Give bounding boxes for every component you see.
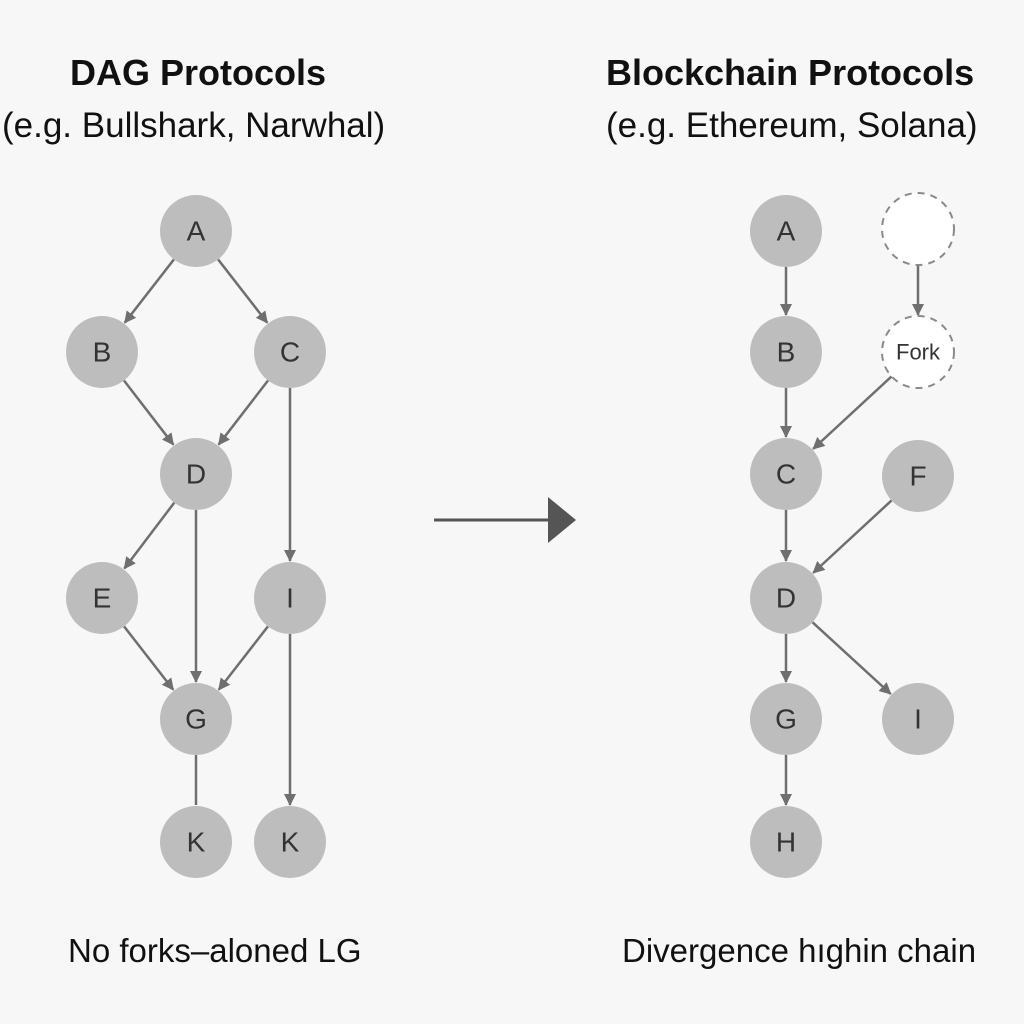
dag-edge-dC-dD: [217, 379, 270, 446]
chain-node-f: F: [882, 440, 954, 512]
dag-node-label: E: [93, 583, 112, 614]
chain-node-circle: [881, 192, 955, 266]
chain-edge-bD-bI: [811, 621, 892, 695]
dag-node-label: B: [93, 337, 112, 368]
chain-edge-bFork-bC: [812, 375, 893, 450]
chain-node-circle: [882, 440, 954, 512]
dag-node-k: K: [160, 806, 232, 878]
dag-node-circle: [160, 438, 232, 510]
chain-node-label: B: [777, 337, 796, 368]
dag-node-d: D: [160, 438, 232, 510]
dag-node-label: K: [187, 827, 206, 858]
dag-edge-dI-dG: [217, 625, 269, 691]
dag-node-a: A: [160, 195, 232, 267]
dag-edge-dB-dD: [122, 379, 175, 446]
nodes-layer: A B C D E I G K K A B C D G H F I Fork: [66, 192, 955, 878]
dag-node-label: G: [185, 704, 207, 735]
dag-node-circle: [160, 195, 232, 267]
dag-node-g: G: [160, 683, 232, 755]
edges-layer: [122, 258, 924, 806]
dag-node-circle: [66, 562, 138, 634]
transition-arrow: [434, 497, 576, 543]
dag-subtitle: (e.g. Bullshark, Narwhal): [2, 106, 386, 145]
dag-node-label: D: [186, 459, 206, 490]
dag-node-circle: [160, 806, 232, 878]
dag-node-k: K: [254, 806, 326, 878]
dag-node-e: E: [66, 562, 138, 634]
dag-node-circle: [254, 806, 326, 878]
chain-node-circle: [750, 195, 822, 267]
dag-node-circle: [254, 562, 326, 634]
dag-edge-dA-dC: [217, 258, 269, 324]
chain-node-b: B: [750, 316, 822, 388]
dag-node-i: I: [254, 562, 326, 634]
dag-node-label: K: [281, 827, 300, 858]
dag-node-circle: [160, 683, 232, 755]
blockchain-caption: Divergence hıghin chain: [622, 932, 977, 969]
chain-node-label: F: [909, 461, 926, 492]
dag-node-b: B: [66, 316, 138, 388]
chain-node-label: C: [776, 459, 796, 490]
dag-node-label: C: [280, 337, 300, 368]
dag-node-label: A: [187, 216, 206, 247]
blockchain-title: Blockchain Protocols: [606, 52, 975, 93]
chain-node-g: G: [750, 683, 822, 755]
chain-node-c: C: [750, 438, 822, 510]
dag-node-circle: [254, 316, 326, 388]
dag-caption: No forks–aloned LG: [68, 932, 362, 969]
chain-node-i: I: [882, 683, 954, 755]
dag-node-circle: [66, 316, 138, 388]
chain-node-label: Fork: [896, 340, 941, 365]
transition-arrow-head: [548, 497, 576, 543]
chain-edge-bF-bD: [812, 499, 893, 574]
blockchain-subtitle: (e.g. Ethereum, Solana): [606, 106, 978, 145]
chain-node-fork: Fork: [881, 315, 955, 389]
chain-node-circle: [750, 806, 822, 878]
chain-node-empty: [881, 192, 955, 266]
dag-title: DAG Protocols: [70, 52, 327, 93]
chain-node-label: A: [777, 216, 796, 247]
chain-node-a: A: [750, 195, 822, 267]
chain-node-circle: [750, 683, 822, 755]
chain-node-label: H: [776, 827, 796, 858]
dag-edge-dE-dG: [123, 625, 175, 691]
chain-node-circle: [881, 315, 955, 389]
chain-node-label: I: [914, 704, 922, 735]
chain-node-d: D: [750, 562, 822, 634]
chain-node-circle: [750, 316, 822, 388]
chain-node-circle: [750, 438, 822, 510]
chain-node-circle: [882, 683, 954, 755]
chain-node-label: G: [775, 704, 797, 735]
chain-node-h: H: [750, 806, 822, 878]
chain-node-label: D: [776, 583, 796, 614]
dag-edge-dD-dE: [123, 501, 176, 570]
dag-edge-dA-dB: [123, 258, 175, 324]
chain-node-circle: [750, 562, 822, 634]
dag-node-label: I: [286, 583, 294, 614]
dag-node-c: C: [254, 316, 326, 388]
